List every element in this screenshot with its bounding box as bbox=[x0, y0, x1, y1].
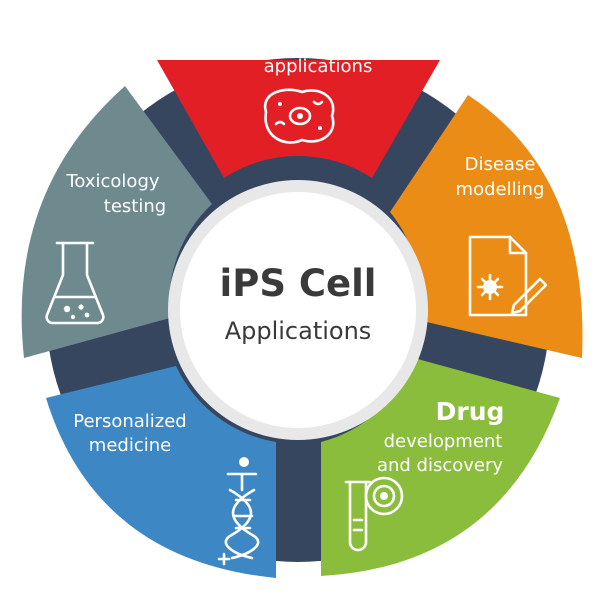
cell-therapy-label-line1: Cell therapy bbox=[245, 30, 355, 51]
center-title: iPS Cell bbox=[220, 262, 377, 305]
segment-drug-development bbox=[321, 358, 560, 576]
personalized-label-line1: Personalized bbox=[73, 411, 186, 432]
center-inner-circle bbox=[180, 192, 416, 428]
dna-person-icon bbox=[217, 457, 260, 566]
disease-modelling-label-line2: modelling bbox=[456, 179, 545, 200]
drug-label-line0: Drug bbox=[436, 397, 505, 426]
cell-therapy-label-line2: applications bbox=[264, 56, 373, 77]
personalized-label-line2: medicine bbox=[89, 435, 171, 456]
center-subtitle: Applications bbox=[225, 317, 372, 345]
segment-personalized-medicine bbox=[46, 366, 276, 578]
segment-disease-modelling bbox=[390, 95, 583, 358]
disease-modelling-label-line1: Disease bbox=[465, 154, 536, 175]
drug-label-line2: and discovery bbox=[377, 455, 503, 476]
flask-icon bbox=[45, 241, 105, 325]
toxicology-label-line1: Toxicology bbox=[65, 171, 159, 192]
segment-toxicology bbox=[21, 86, 212, 358]
cell-icon bbox=[263, 88, 335, 144]
document-virus-pen-icon bbox=[468, 235, 548, 317]
test-tube-pill-icon bbox=[344, 476, 404, 552]
toxicology-label-line2: testing bbox=[104, 196, 166, 217]
segment-cell-therapy bbox=[157, 60, 440, 178]
drug-label-line1: development bbox=[384, 431, 503, 452]
